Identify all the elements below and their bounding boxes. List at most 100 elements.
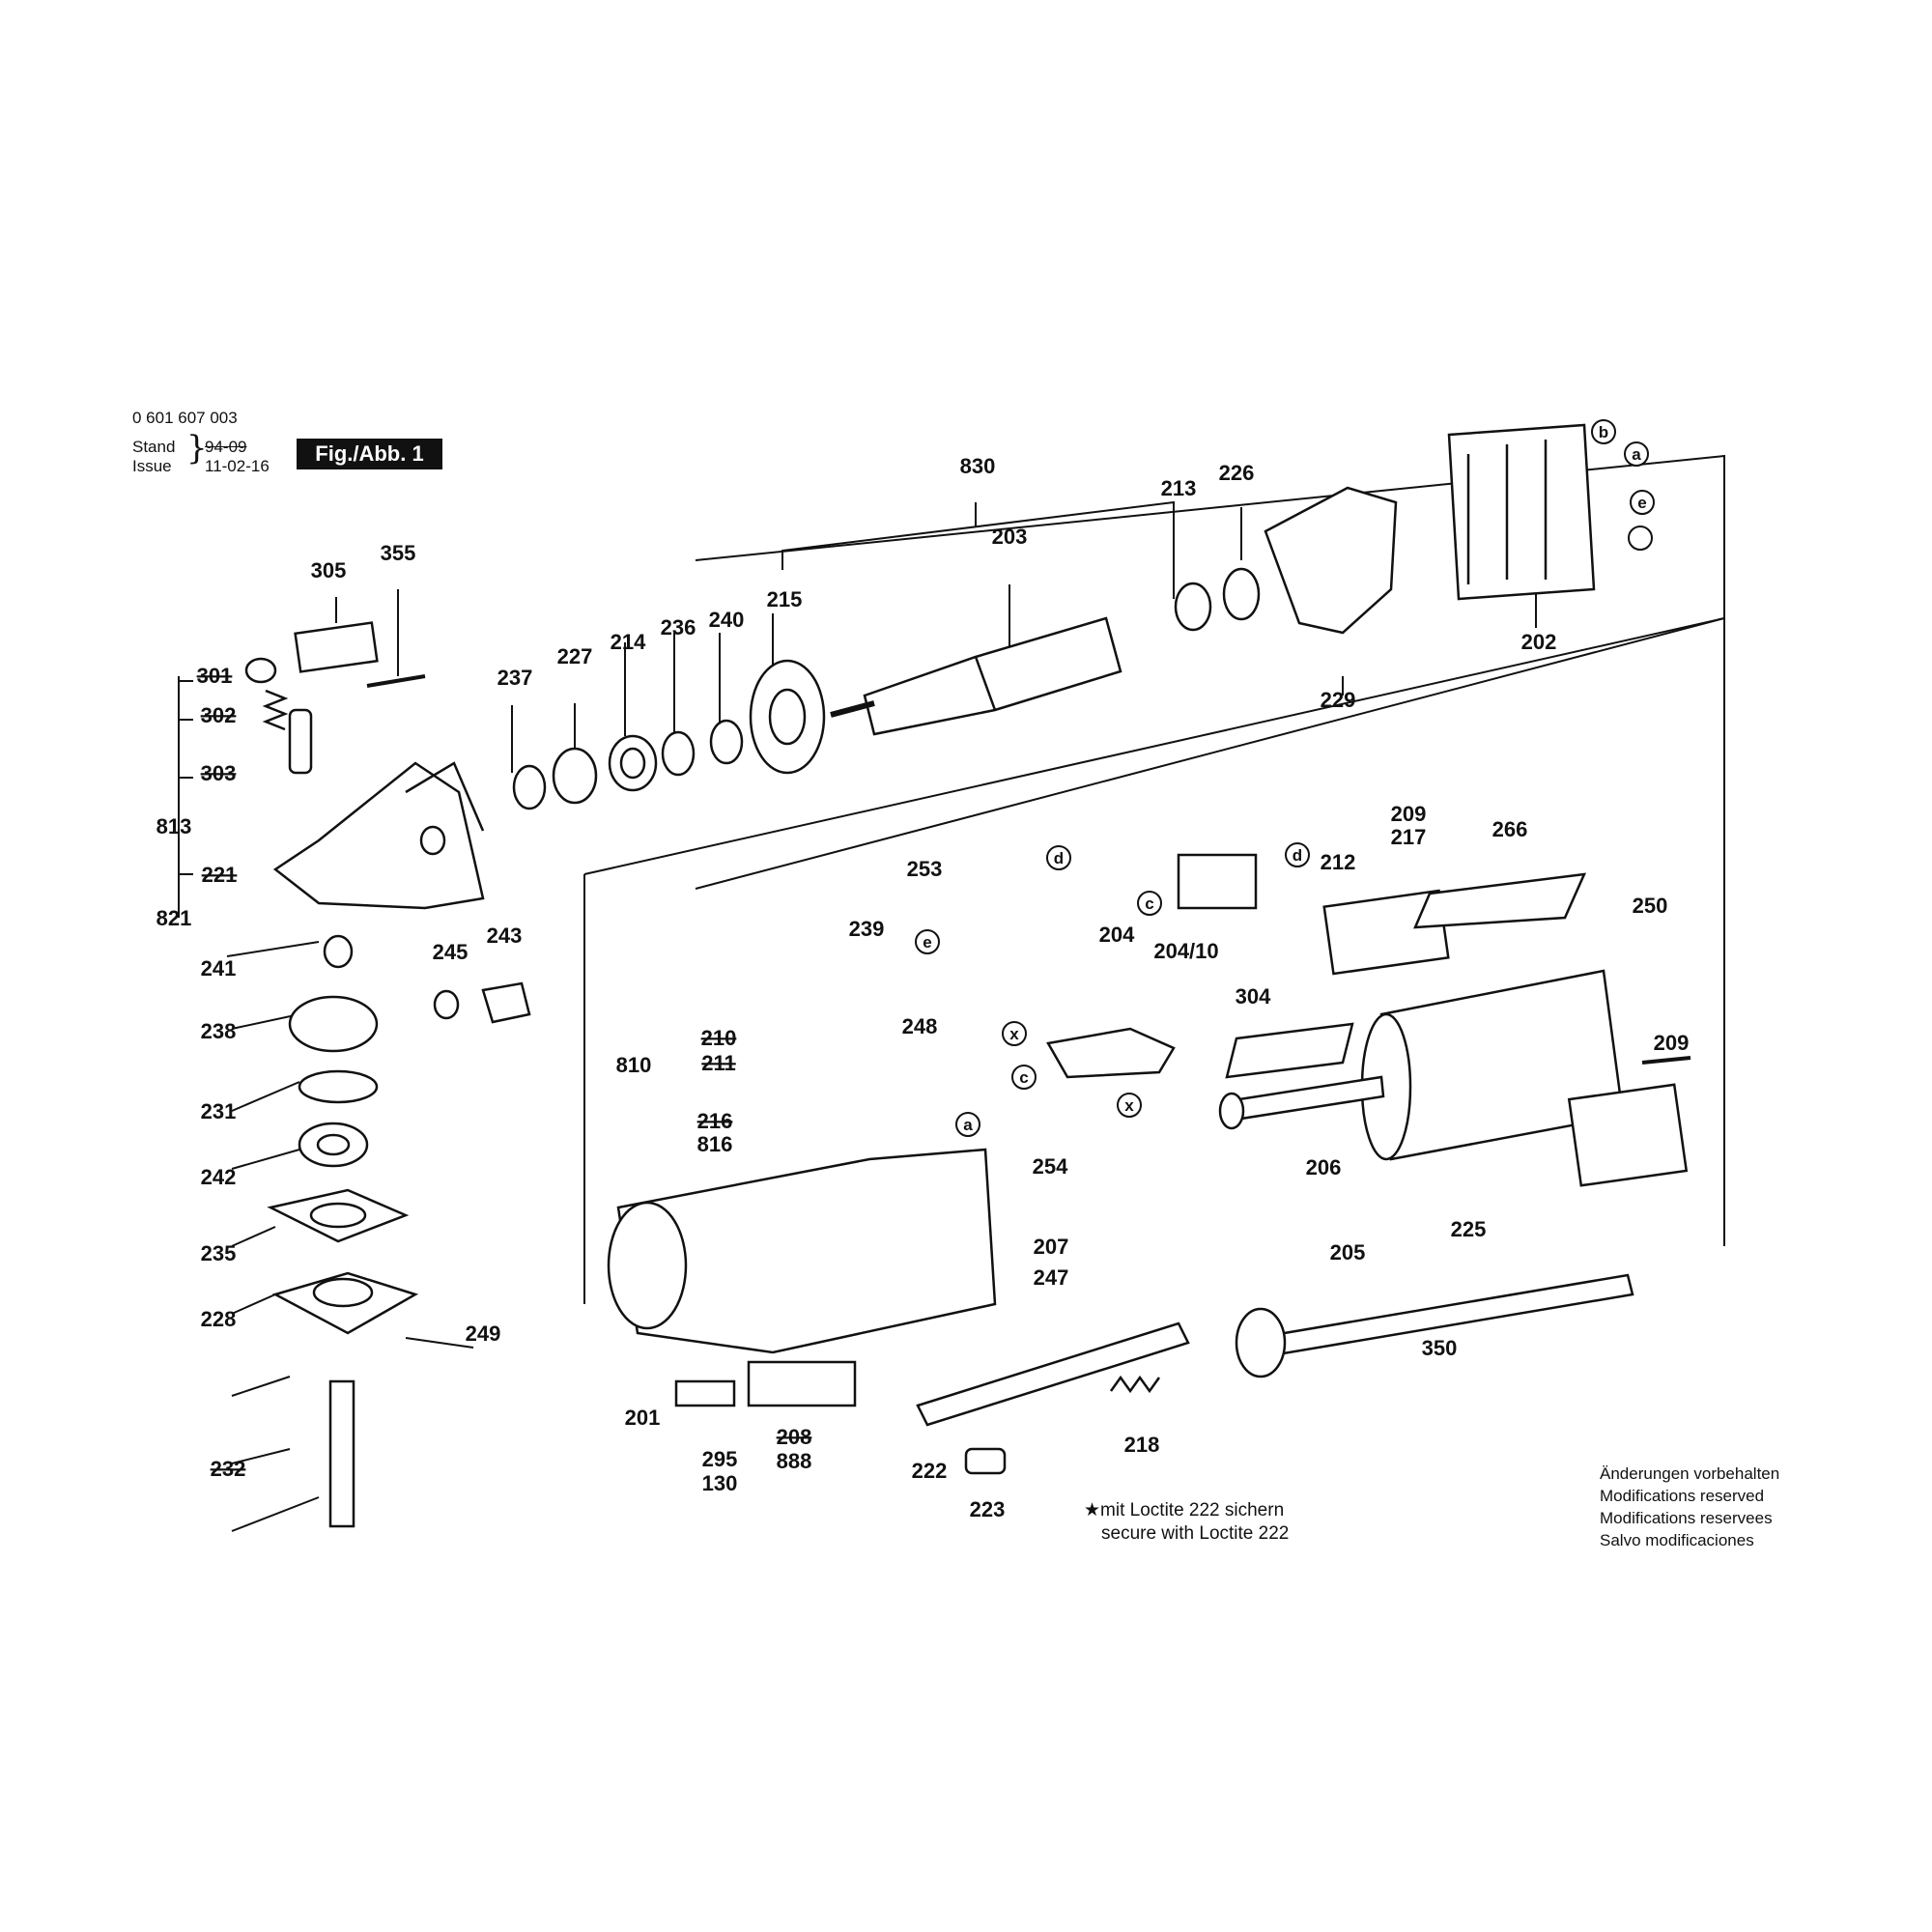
wire-marker-x: x — [1002, 1021, 1027, 1046]
part-label-253: 253 — [907, 857, 943, 881]
part-label-241: 241 — [201, 956, 237, 980]
part-label-821: 821 — [156, 906, 192, 930]
bearing-241 — [323, 934, 354, 969]
part-label-203: 203 — [992, 525, 1028, 549]
part-label-207: 207 — [1034, 1235, 1069, 1259]
part-label-223: 223 — [970, 1497, 1006, 1521]
part-label-236: 236 — [661, 615, 696, 639]
part-label-218: 218 — [1124, 1433, 1160, 1457]
bracket-830 — [781, 500, 1175, 570]
spindle-232 — [328, 1379, 355, 1528]
part-label-215: 215 — [767, 587, 803, 611]
part-label-888: 888 — [777, 1449, 812, 1473]
part-label-232: 232 — [211, 1457, 246, 1481]
loctite-note-en: secure with Loctite 222 — [1101, 1523, 1290, 1544]
issue-label: Issue — [132, 457, 172, 475]
wire-marker-e: e — [915, 929, 940, 954]
gear-housing-221 — [272, 761, 485, 910]
label-209 — [1567, 1083, 1689, 1187]
part-label-204: 204 — [1099, 923, 1135, 947]
part-label-248: 248 — [902, 1014, 938, 1038]
ring-236 — [661, 730, 696, 777]
part-label-240: 240 — [709, 608, 745, 632]
part-label-237: 237 — [497, 666, 533, 690]
stand-label: Stand — [132, 438, 176, 456]
upper-assembly-frame — [695, 454, 1725, 890]
part-label-229: 229 — [1321, 688, 1356, 712]
svg-text:e: e — [923, 933, 931, 952]
svg-text:c: c — [1019, 1068, 1028, 1087]
ring-226 — [1222, 567, 1261, 621]
part-label-231: 231 — [201, 1099, 237, 1123]
part-label-226: 226 — [1219, 461, 1255, 485]
part-label-227: 227 — [557, 644, 593, 668]
ring-237 — [512, 764, 547, 810]
part-label-813: 813 — [156, 814, 192, 838]
spring-302 — [262, 689, 289, 731]
ring-227 — [552, 747, 598, 805]
sheet-266 — [1413, 872, 1587, 929]
part-label-208: 208 — [777, 1425, 812, 1449]
wire-marker-a: a — [1624, 441, 1649, 467]
svg-text:b: b — [1599, 423, 1608, 441]
part-label-239: 239 — [849, 917, 885, 941]
modifications-notice: Änderungen vorbehalten Modifications res… — [1600, 1463, 1779, 1551]
loctite-note-de: ★mit Loctite 222 sichern — [1084, 1500, 1285, 1520]
knob-301 — [244, 657, 277, 684]
part-label-209: 209 — [1391, 802, 1427, 826]
part-label-228: 228 — [201, 1307, 237, 1331]
part-label-211: 211 — [701, 1051, 736, 1075]
field-202 — [1447, 423, 1596, 601]
label-208 — [747, 1360, 857, 1407]
wire-marker-c: c — [1011, 1065, 1037, 1090]
svg-text:c: c — [1145, 895, 1153, 913]
part-label-810: 810 — [616, 1053, 652, 1077]
capacitor-212 — [1177, 853, 1258, 910]
part-label-221: 221 — [202, 863, 238, 887]
motor-housing-201 — [616, 1148, 997, 1354]
wire-marker-d: d — [1285, 842, 1310, 867]
screw-250 — [1641, 1056, 1691, 1065]
part-label-816: 816 — [697, 1132, 733, 1156]
part-label-254: 254 — [1033, 1154, 1068, 1179]
part-label-830: 830 — [960, 454, 996, 478]
wire-marker-a: a — [955, 1112, 980, 1137]
notice-line: Änderungen vorbehalten — [1600, 1464, 1780, 1483]
part-label-304: 304 — [1236, 984, 1271, 1009]
part-label-235: 235 — [201, 1241, 237, 1265]
part-label-302: 302 — [201, 703, 237, 727]
switch-button-223 — [964, 1447, 1007, 1475]
part-label-303: 303 — [201, 761, 237, 785]
pin-303 — [288, 708, 313, 775]
pinion-243 — [481, 981, 531, 1024]
part-label-301: 301 — [197, 664, 233, 688]
svg-text:a: a — [1632, 445, 1641, 464]
part-label-216: 216 — [697, 1109, 733, 1133]
header-brace: } — [186, 429, 208, 468]
part-label-355: 355 — [381, 541, 416, 565]
wire-marker — [1628, 526, 1653, 551]
tie-rod-206 — [1225, 1075, 1385, 1122]
stand-value: 94-09 — [205, 438, 247, 456]
wire-marker-x: x — [1117, 1093, 1142, 1118]
part-label-238: 238 — [201, 1019, 237, 1043]
part-label-214: 214 — [611, 630, 646, 654]
part-label-245: 245 — [433, 940, 469, 964]
bearing-213 — [1174, 582, 1212, 632]
part-label-206: 206 — [1306, 1155, 1342, 1179]
part-label-210: 210 — [701, 1026, 737, 1050]
notice-line: Salvo modificaciones — [1600, 1531, 1754, 1549]
part-label-130: 130 — [702, 1471, 738, 1495]
notice-line: Modifications reserved — [1600, 1487, 1765, 1505]
motor-housing-229 — [1264, 486, 1398, 635]
part-label-212: 212 — [1321, 850, 1356, 874]
part-label-204-10: 204/10 — [1153, 939, 1218, 963]
bevel-gear-238 — [288, 995, 379, 1053]
figure-label: Fig./Abb. 1 — [297, 439, 442, 469]
svg-text:a: a — [963, 1116, 973, 1134]
notice-line: Modifications reservees — [1600, 1509, 1773, 1527]
svg-text:x: x — [1009, 1025, 1019, 1043]
part-label-209: 209 — [1654, 1031, 1690, 1055]
part-label-202: 202 — [1521, 630, 1557, 654]
